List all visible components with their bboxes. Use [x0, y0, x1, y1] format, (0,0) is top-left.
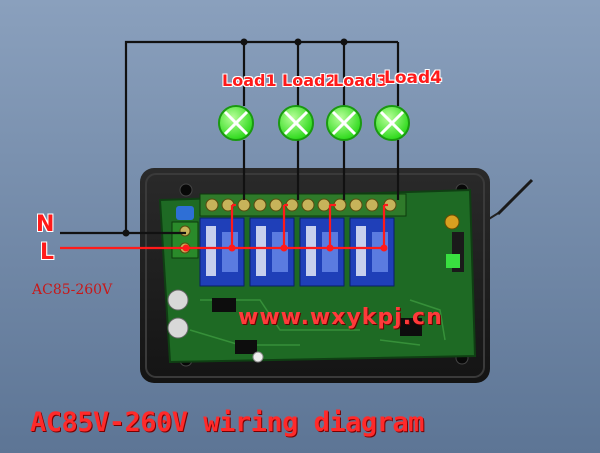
load-label-3: Load3 [333, 71, 388, 90]
relay-bank [199, 217, 395, 287]
terminal-block-top [199, 193, 407, 217]
screw-hole [179, 183, 193, 197]
lamp-load-2 [278, 105, 314, 141]
capacitor [176, 206, 194, 220]
capacitor [167, 317, 189, 339]
load-label-4: Load4 [384, 68, 442, 88]
lamp-load-3 [326, 105, 362, 141]
watermark-url: www.wxykpj.cn [238, 305, 443, 330]
neutral-terminal-label: N [36, 212, 55, 237]
live-terminal-label: L [40, 240, 55, 265]
neutral-wire [60, 40, 400, 235]
lamp-load-4 [374, 105, 410, 141]
voltage-range-label: AC85-260V [32, 282, 113, 298]
diagram-caption: AC85V-260V wiring diagram [30, 407, 424, 438]
load-label-1: Load1 [222, 71, 277, 90]
capacitor [167, 289, 189, 311]
lamp-load-1 [218, 105, 254, 141]
load-label-2: Load2 [282, 71, 337, 90]
